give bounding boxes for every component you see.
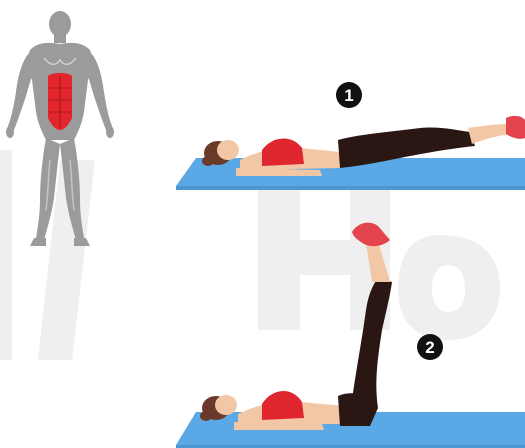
step-1-illustration	[176, 116, 525, 190]
step-2-badge: 2	[417, 334, 443, 360]
abdominal-muscle-highlight	[48, 73, 72, 130]
step-1-badge: 1	[336, 82, 362, 108]
step-2-number: 2	[425, 338, 434, 357]
step-1-number: 1	[344, 86, 353, 105]
